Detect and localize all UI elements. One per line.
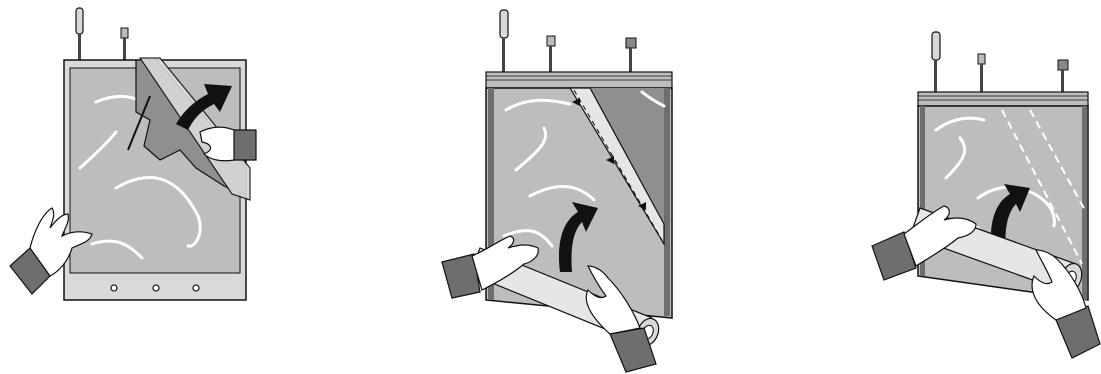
- step-1-illustration: [0, 0, 300, 374]
- step-3-panel: [860, 0, 1101, 374]
- valve-icon: [121, 28, 128, 64]
- step-2-panel: [420, 0, 690, 374]
- step-2-illustration: [420, 0, 690, 374]
- step-1-panel: [0, 0, 300, 374]
- valve-icon: [76, 8, 83, 64]
- step-3-illustration: [860, 0, 1101, 374]
- hand-icon: [200, 127, 256, 161]
- valve-icon: [500, 10, 508, 80]
